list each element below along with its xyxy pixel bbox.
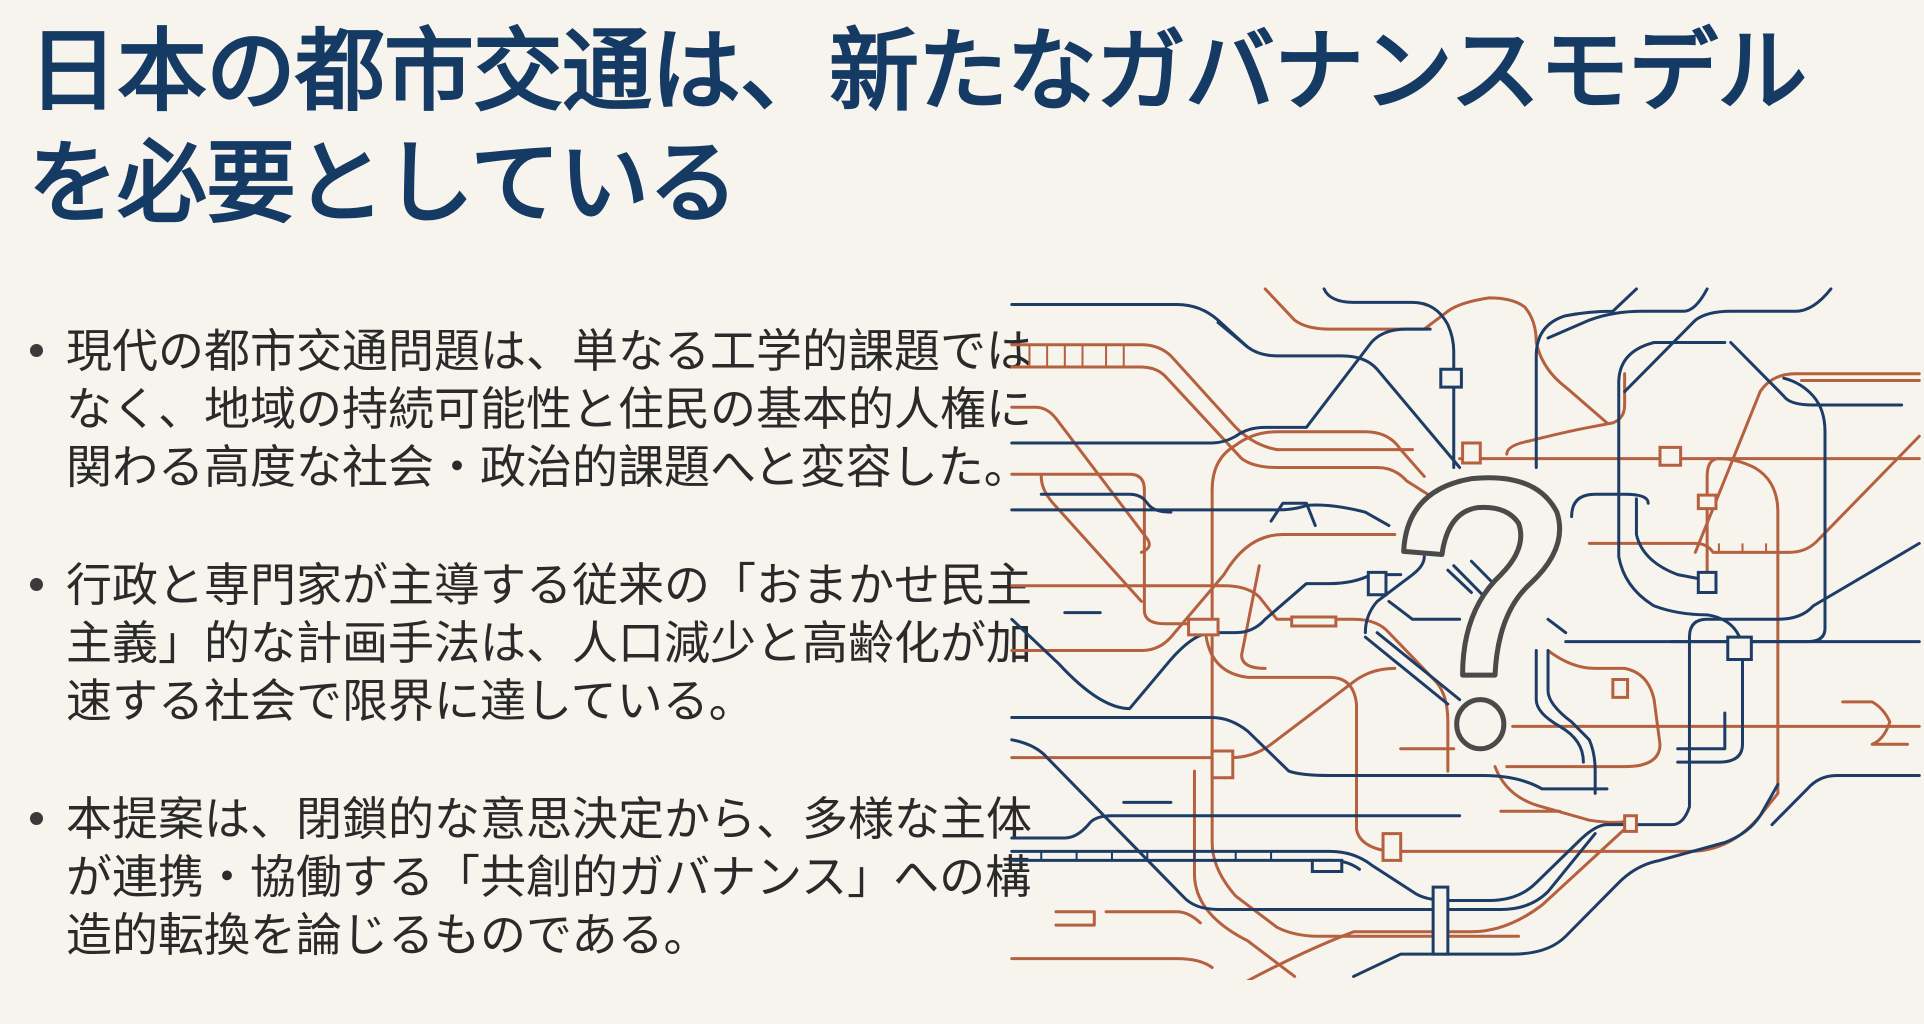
bullet-text-line: 本提案は、閉鎖的な意思決定から、多様な主体 xyxy=(66,792,1032,846)
transit-map-illustration xyxy=(1000,280,1924,980)
bullet-dot-icon xyxy=(30,812,43,825)
bullet-dot-icon xyxy=(30,344,43,357)
bullet-item: 行政と専門家が主導する従来の「おまかせ民主 主義」的な計画手法は、人口減少と高齢… xyxy=(28,556,1032,730)
question-mark-icon xyxy=(1404,478,1560,675)
bullet-text-line: 関わる高度な社会・政治的課題へと変容した。 xyxy=(66,440,1030,494)
bullet-text-line: 造的転換を論じるものである。 xyxy=(66,908,710,962)
station-markers-navy xyxy=(1312,369,1751,954)
navy-lines xyxy=(1012,289,1919,977)
bullet-text-line: 現代の都市交通問題は、単なる工学的課題では xyxy=(66,324,1032,378)
track-ticks-navy xyxy=(1041,851,1271,861)
bullet-text-line: なく、地域の持続可能性と住民の基本的人権に xyxy=(66,382,1032,436)
bullet-text-line: 主義」的な計画手法は、人口減少と高齢化が加 xyxy=(66,616,1032,670)
bullet-text-line: 速する社会で限界に達している。 xyxy=(66,674,755,728)
bullet-dot-icon xyxy=(30,578,43,591)
bullet-text-line: が連携・協働する「共創的ガバナンス」への構 xyxy=(66,850,1032,904)
bullet-item: 現代の都市交通問題は、単なる工学的課題では なく、地域の持続可能性と住民の基本的… xyxy=(28,322,1032,496)
station-markers xyxy=(1189,443,1716,860)
bullet-list: 現代の都市交通問題は、単なる工学的課題では なく、地域の持続可能性と住民の基本的… xyxy=(28,322,1032,1024)
question-mark-dot-icon xyxy=(1457,700,1504,749)
orange-lines xyxy=(1012,289,1919,980)
bullet-text-line: 行政と専門家が主導する従来の「おまかせ民主 xyxy=(66,558,1032,612)
track-ticks xyxy=(1029,344,1766,553)
title-line-1: 日本の都市交通は、新たなガバナンスモデル xyxy=(28,19,1807,124)
page-title: 日本の都市交通は、新たなガバナンスモデル を必要としている xyxy=(28,16,1908,240)
bullet-item: 本提案は、閉鎖的な意思決定から、多様な主体 が連携・協働する「共創的ガバナンス」… xyxy=(28,790,1032,964)
title-line-2: を必要としている xyxy=(28,131,738,236)
